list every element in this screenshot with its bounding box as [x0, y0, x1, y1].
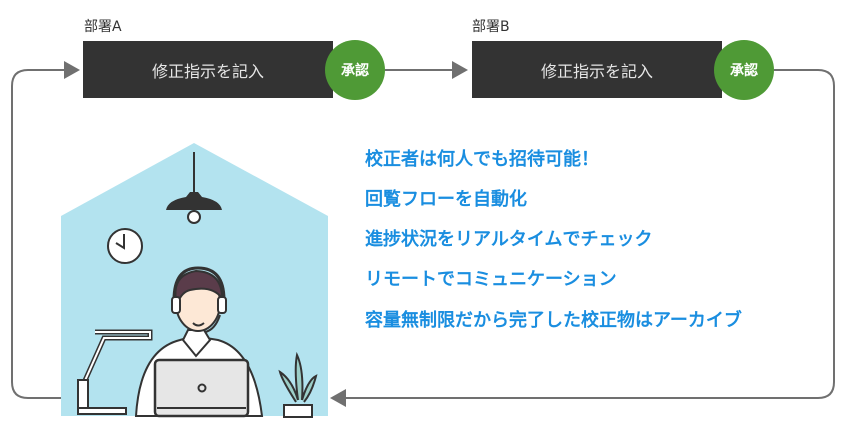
desk-lamp-icon [77, 329, 153, 415]
task-box-b: 修正指示を記入 [472, 41, 722, 98]
feature-item: 進捗状況をリアルタイムでチェック [365, 229, 653, 250]
arrow-into-b [452, 61, 468, 79]
feature-item: 容量無制限だから完了した校正物はアーカイブ [365, 310, 742, 331]
feature-item: リモートでコミュニケーション [365, 269, 617, 290]
remote-worker-illustration [61, 143, 328, 418]
laptop-icon [153, 358, 250, 418]
loop-line-left [11, 69, 66, 399]
department-a-label: 部署A [84, 19, 122, 35]
clock-icon [107, 228, 143, 264]
pendant-lamp-icon [166, 192, 222, 210]
plant-icon [278, 351, 318, 418]
feature-item: 校正者は何人でも招待可能！ [365, 149, 599, 170]
approve-badge-b: 承認 [714, 40, 774, 100]
arrow-into-a [64, 61, 80, 79]
arrow-into-house [330, 389, 346, 407]
task-box-a: 修正指示を記入 [83, 41, 333, 98]
department-b-label: 部署B [472, 19, 510, 35]
loop-line-right [346, 69, 835, 399]
approve-badge-a: 承認 [325, 40, 385, 100]
feature-item: 回覧フローを自動化 [365, 189, 527, 210]
